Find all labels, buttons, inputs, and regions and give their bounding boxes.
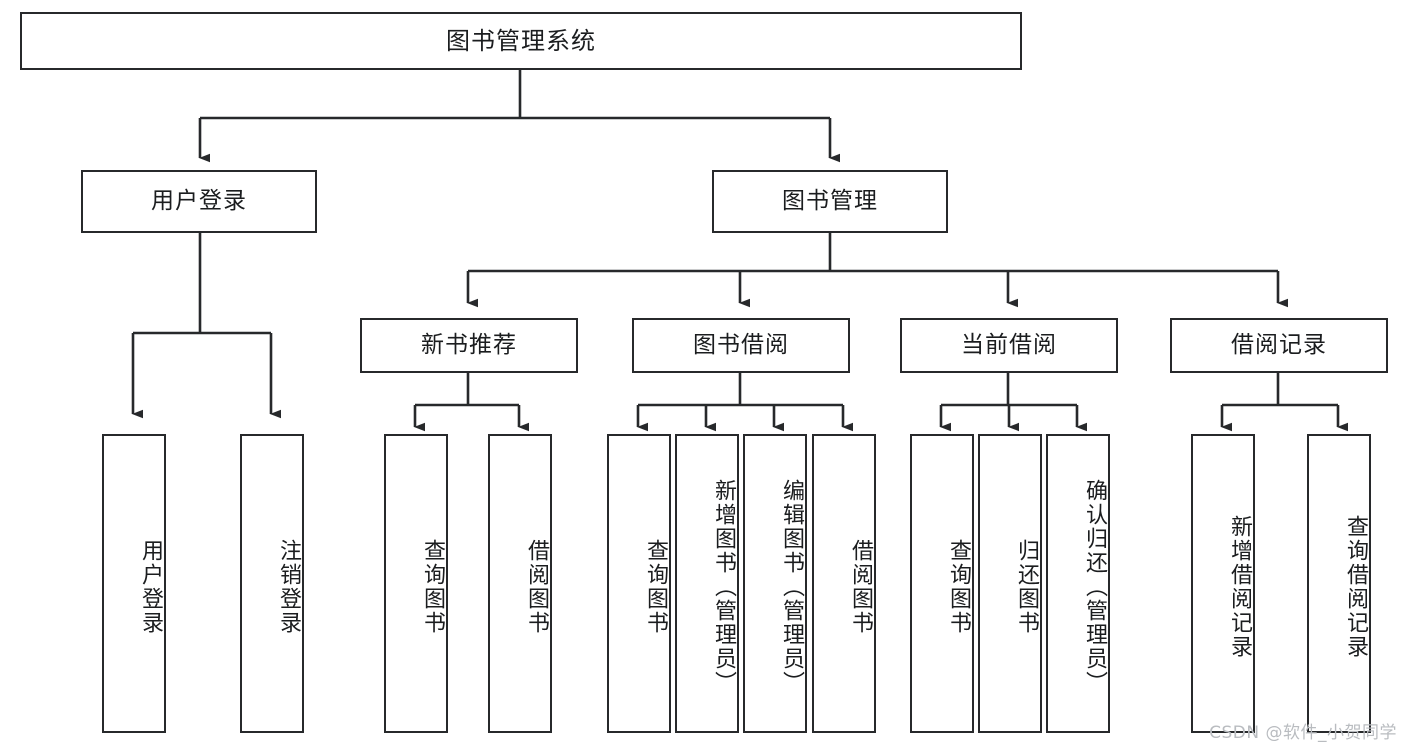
leaf-query-books-newbook[interactable]: 查询图书 bbox=[384, 434, 448, 733]
node-label: 归还图书 bbox=[1014, 538, 1039, 635]
node-label: 用户登录 bbox=[138, 538, 163, 635]
node-label: 确认归还（管理员） bbox=[1082, 478, 1107, 695]
node-root-book-management-system[interactable]: 图书管理系统 bbox=[20, 12, 1022, 70]
leaf-query-books-borrow[interactable]: 查询图书 bbox=[607, 434, 671, 733]
node-label: 图书管理 bbox=[782, 187, 878, 214]
leaf-edit-book-admin[interactable]: 编辑图书（管理员） bbox=[743, 434, 807, 733]
node-label: 查询图书 bbox=[643, 538, 668, 635]
leaf-borrow-books[interactable]: 借阅图书 bbox=[812, 434, 876, 733]
node-label: 借阅图书 bbox=[524, 538, 549, 635]
node-label: 当前借阅 bbox=[961, 331, 1057, 358]
node-label: 新增借阅记录 bbox=[1227, 514, 1252, 659]
node-label: 查询借阅记录 bbox=[1343, 514, 1368, 659]
node-book-borrow[interactable]: 图书借阅 bbox=[632, 318, 850, 373]
leaf-return-books[interactable]: 归还图书 bbox=[978, 434, 1042, 733]
node-label: 借阅图书 bbox=[848, 538, 873, 635]
node-new-book-recommend[interactable]: 新书推荐 bbox=[360, 318, 578, 373]
node-label: 新增图书（管理员） bbox=[711, 478, 736, 695]
node-current-borrow[interactable]: 当前借阅 bbox=[900, 318, 1118, 373]
node-label: 查询图书 bbox=[420, 538, 445, 635]
node-label: 查询图书 bbox=[946, 538, 971, 635]
csdn-watermark: CSDN @软件_小贺同学 bbox=[1209, 723, 1397, 743]
leaf-query-borrow-record[interactable]: 查询借阅记录 bbox=[1307, 434, 1371, 733]
node-label: 借阅记录 bbox=[1231, 331, 1327, 358]
leaf-user-login[interactable]: 用户登录 bbox=[102, 434, 166, 733]
leaf-borrow-books-newbook[interactable]: 借阅图书 bbox=[488, 434, 552, 733]
leaf-logout[interactable]: 注销登录 bbox=[240, 434, 304, 733]
node-label: 图书借阅 bbox=[693, 331, 789, 358]
node-user-login[interactable]: 用户登录 bbox=[81, 170, 317, 233]
node-label: 用户登录 bbox=[151, 187, 247, 214]
node-book-management[interactable]: 图书管理 bbox=[712, 170, 948, 233]
node-label: 编辑图书（管理员） bbox=[779, 478, 804, 695]
node-label: 新书推荐 bbox=[421, 331, 517, 358]
node-borrow-records[interactable]: 借阅记录 bbox=[1170, 318, 1388, 373]
leaf-confirm-return-admin[interactable]: 确认归还（管理员） bbox=[1046, 434, 1110, 733]
node-label: 图书管理系统 bbox=[446, 26, 596, 55]
leaf-query-books-current[interactable]: 查询图书 bbox=[910, 434, 974, 733]
leaf-add-borrow-record[interactable]: 新增借阅记录 bbox=[1191, 434, 1255, 733]
node-label: 注销登录 bbox=[276, 538, 301, 635]
leaf-add-book-admin[interactable]: 新增图书（管理员） bbox=[675, 434, 739, 733]
